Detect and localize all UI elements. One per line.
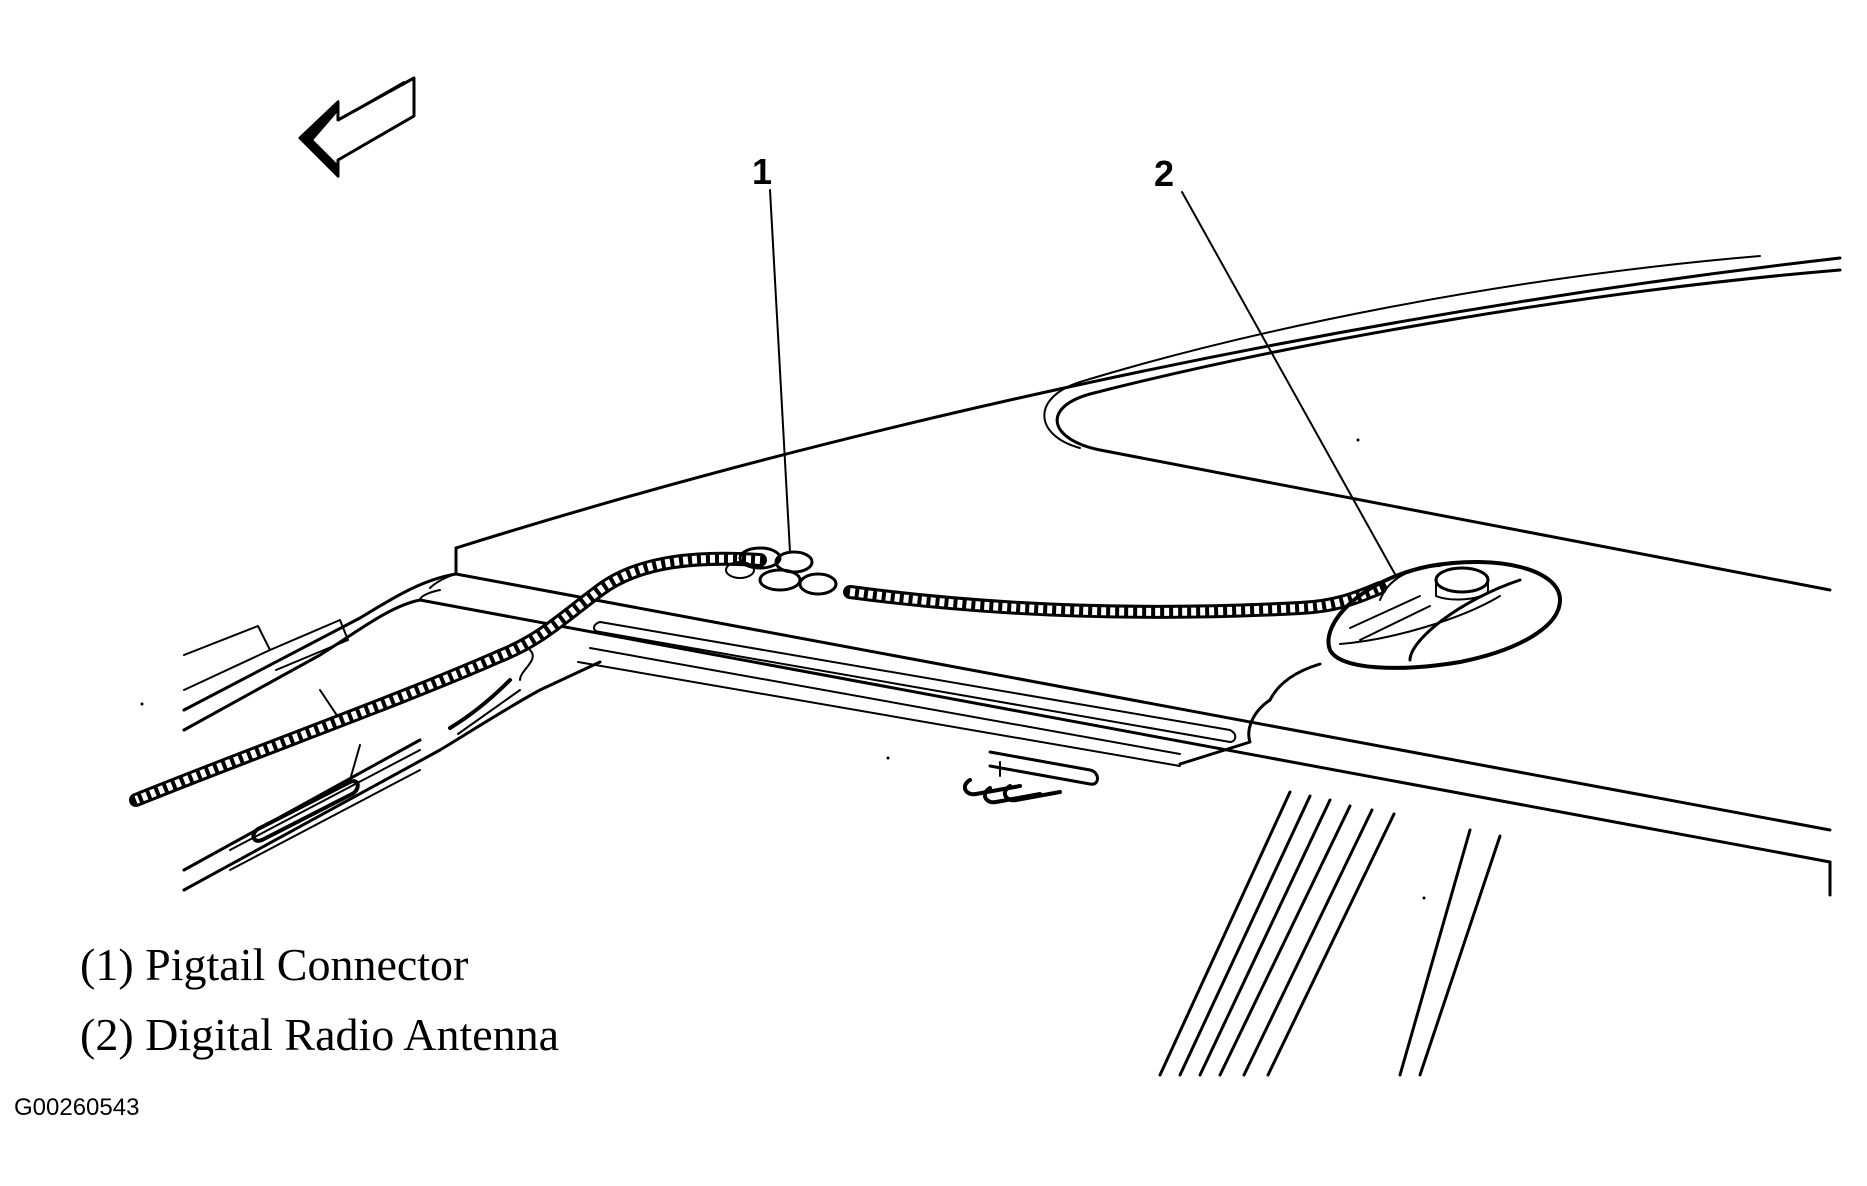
pigtail-connector: [725, 546, 838, 596]
roof-panel: [418, 256, 1842, 897]
door-frame-lines: [1158, 790, 1502, 1077]
callout-1-number: 1: [752, 151, 772, 192]
legend-item-digital-radio-antenna: (2) Digital Radio Antenna: [80, 1009, 560, 1060]
figure-id: G00260543: [14, 1094, 140, 1121]
antenna-cable: [129, 551, 1387, 807]
leader-lines: [769, 189, 1397, 577]
digital-radio-antenna: [1326, 559, 1562, 670]
legend-item-pigtail-connector: (1) Pigtail Connector: [80, 939, 469, 990]
under-roof-bracket: [962, 750, 1099, 805]
front-direction-arrow-icon: [298, 76, 416, 179]
legend: (1) Pigtail Connector (2) Digital Radio …: [80, 930, 559, 1070]
roof-rail-channel: [577, 578, 1522, 767]
roof-glass-outline: [1043, 255, 1842, 592]
body-side-structure: [182, 572, 602, 892]
callout-2-number: 2: [1154, 153, 1174, 194]
